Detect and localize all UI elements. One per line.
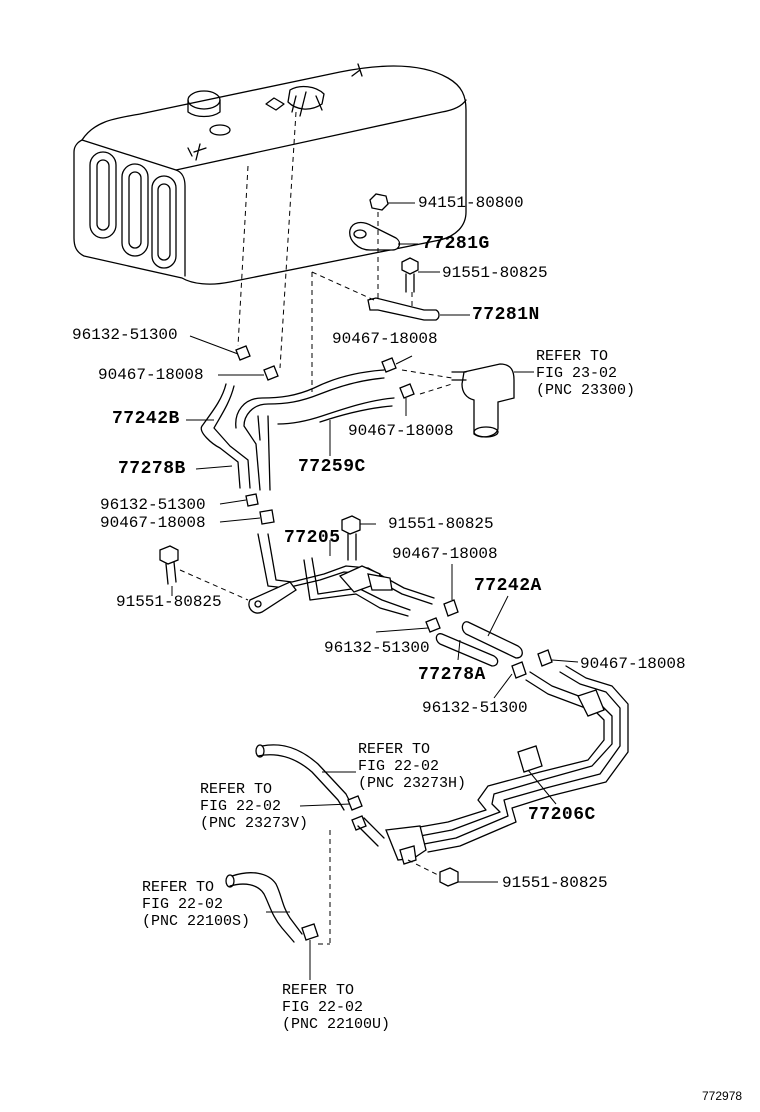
fuel-tank — [73, 63, 467, 285]
label-77259C: 77259C — [298, 457, 366, 477]
refer-line-1: REFER TO — [282, 982, 355, 999]
label-91551-80825-b: 91551-80825 — [388, 515, 494, 533]
label-90467-18008-f: 90467-18008 — [580, 655, 686, 673]
lower-hoses — [225, 744, 385, 980]
refer-line-2: FIG 22-02 — [358, 758, 440, 775]
refer-line-1: REFER TO — [142, 879, 215, 896]
label-91551-80825-c: 91551-80825 — [116, 593, 222, 611]
refer-fig-23-02: REFER TO FIG 23-02 (PNC 23300) — [536, 348, 635, 399]
refer-line-2: FIG 22-02 — [142, 896, 224, 913]
pipe-assembly-77205 — [159, 515, 435, 617]
refer-line-3: (PNC 23273V) — [200, 815, 309, 832]
refer-line-2: FIG 22-02 — [200, 798, 282, 815]
bracket-parts — [311, 193, 470, 392]
upper-hoses — [186, 111, 415, 525]
label-77281G: 77281G — [422, 234, 490, 254]
refer-pnc-23273h: REFER TO FIG 22-02 (PNC 23273H) — [358, 741, 466, 792]
pipe-assembly-77206C — [385, 665, 629, 887]
label-77242B: 77242B — [112, 409, 180, 429]
refer-line-1: REFER TO — [536, 348, 609, 365]
label-90467-18008-c: 90467-18008 — [348, 422, 454, 440]
label-90467-18008-b: 90467-18008 — [98, 366, 204, 384]
refer-pnc-22100u: REFER TO FIG 22-02 (PNC 22100U) — [282, 982, 390, 1033]
label-90467-18008-a: 90467-18008 — [332, 330, 438, 348]
refer-line-1: REFER TO — [200, 781, 273, 798]
label-96132-51300-b: 96132-51300 — [100, 496, 206, 514]
label-77281N: 77281N — [472, 305, 540, 325]
label-77206C: 77206C — [528, 805, 596, 825]
refer-line-1: REFER TO — [358, 741, 431, 758]
label-96132-51300-d: 96132-51300 — [422, 699, 528, 717]
label-94151-80800: 94151-80800 — [418, 194, 524, 212]
label-96132-51300-a: 96132-51300 — [72, 326, 178, 344]
label-77278A: 77278A — [418, 665, 486, 685]
label-90467-18008-e: 90467-18008 — [392, 545, 498, 563]
label-96132-51300-c: 96132-51300 — [324, 639, 430, 657]
label-77242A: 77242A — [474, 576, 542, 596]
refer-pnc-23273v: REFER TO FIG 22-02 (PNC 23273V) — [200, 781, 308, 832]
figure-number: 772978 — [702, 1089, 743, 1103]
refer-line-3: (PNC 23273H) — [358, 775, 467, 792]
refer-line-3: (PNC 22100U) — [282, 1016, 391, 1033]
label-91551-80825-d: 91551-80825 — [502, 874, 608, 892]
refer-line-3: (PNC 22100S) — [142, 913, 251, 930]
label-77205: 77205 — [284, 528, 341, 548]
refer-line-2: FIG 23-02 — [536, 365, 618, 382]
middle-hoses — [375, 564, 579, 699]
refer-pnc-22100s: REFER TO FIG 22-02 (PNC 22100S) — [142, 879, 250, 930]
label-90467-18008-d: 90467-18008 — [100, 514, 206, 532]
label-91551-80825-a: 91551-80825 — [442, 264, 548, 282]
label-77278B: 77278B — [118, 459, 186, 479]
refer-line-3: (PNC 23300) — [536, 382, 636, 399]
refer-line-2: FIG 22-02 — [282, 999, 364, 1016]
charcoal-canister — [401, 363, 534, 438]
